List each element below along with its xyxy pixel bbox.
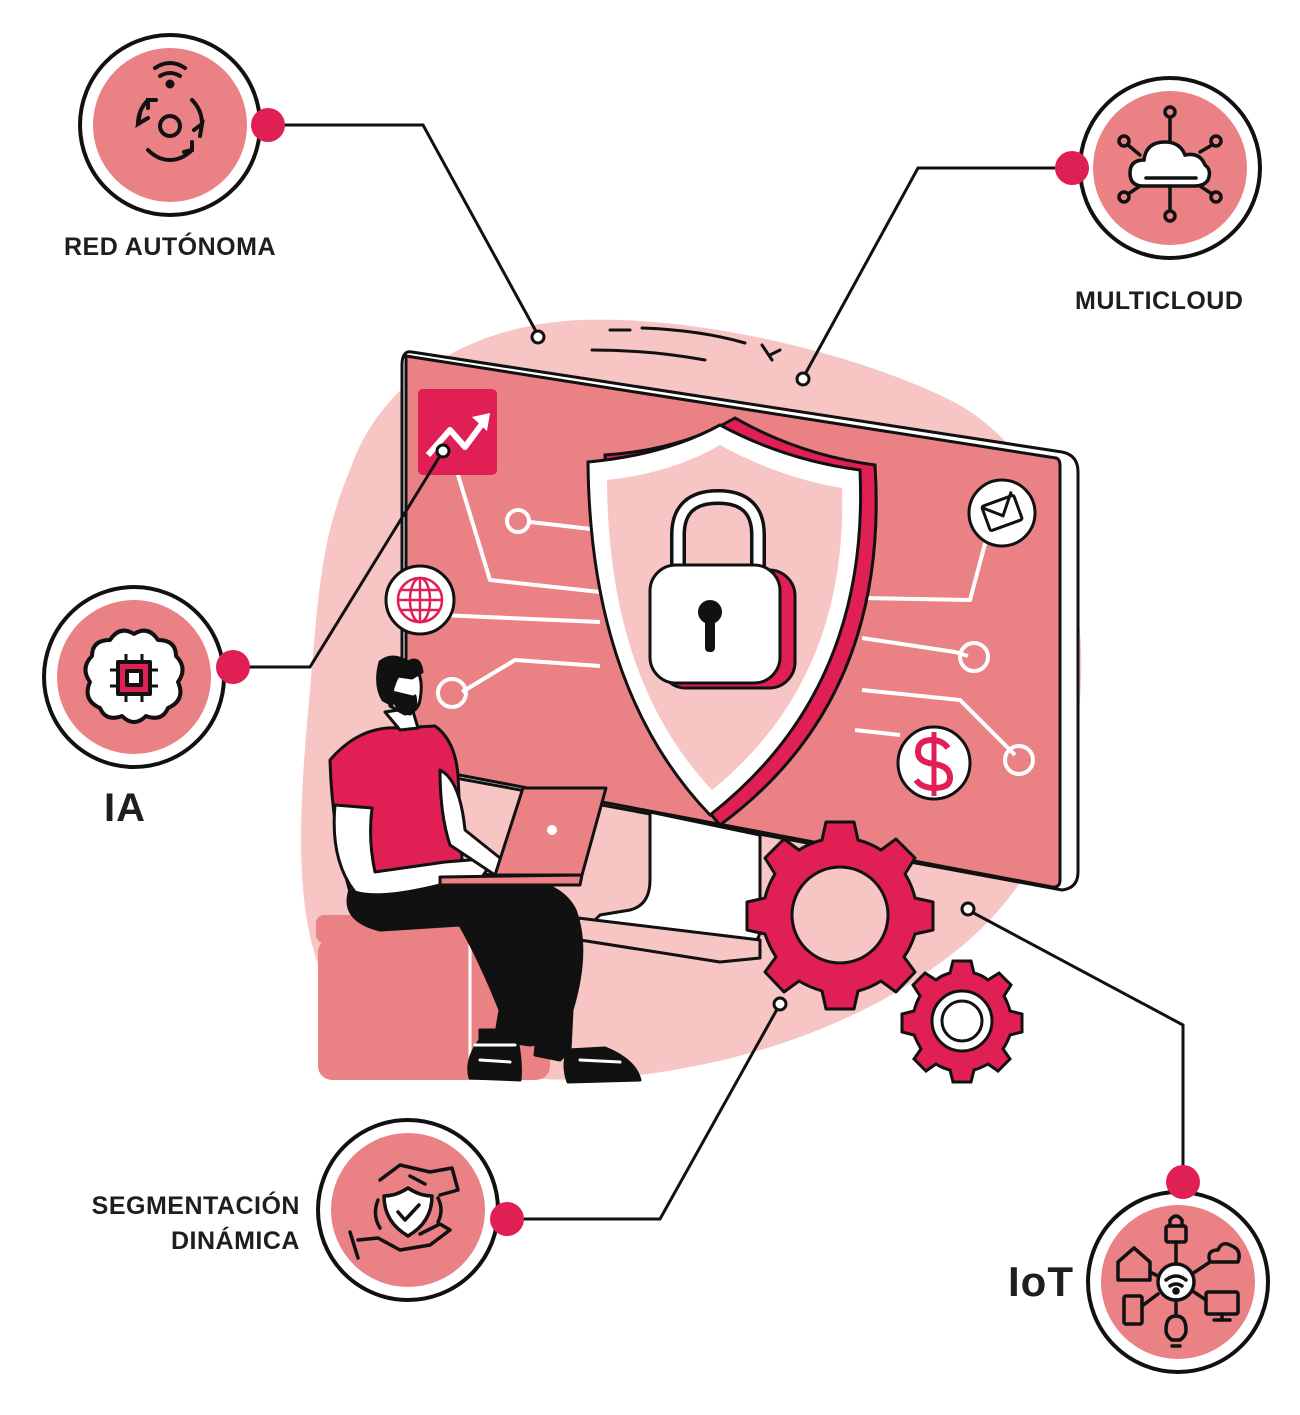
laptop bbox=[438, 786, 608, 887]
label-red-autonoma: RED AUTÓNOMA bbox=[64, 233, 277, 261]
mail-icon bbox=[967, 478, 1037, 548]
label-iot: IoT bbox=[1008, 1258, 1074, 1305]
wifi-rotate-icon bbox=[135, 61, 205, 162]
connector-endpoints bbox=[435, 329, 976, 1012]
connector-lines bbox=[233, 123, 1185, 1221]
node-iot bbox=[1086, 1165, 1270, 1374]
label-segmentacion: SEGMENTACIÓN DINÁMICA bbox=[92, 1189, 300, 1259]
cloud-network-icon bbox=[1117, 105, 1223, 223]
shield-hands-icon bbox=[348, 1163, 460, 1260]
dollar-icon bbox=[896, 725, 972, 801]
circuit-lines bbox=[436, 464, 1035, 776]
globe-icon bbox=[384, 564, 456, 636]
node-ia bbox=[42, 585, 250, 769]
node-red-autonoma bbox=[78, 33, 285, 217]
label-ia: IA bbox=[104, 786, 146, 830]
iot-hub-icon bbox=[1116, 1214, 1241, 1348]
node-segmentacion bbox=[316, 1118, 524, 1302]
node-multicloud bbox=[1055, 76, 1262, 260]
gear-icon bbox=[745, 820, 1024, 1084]
label-segmentacion-line1: SEGMENTACIÓN bbox=[91, 1192, 300, 1220]
brain-chip-icon bbox=[83, 628, 185, 724]
person bbox=[328, 655, 642, 1084]
trend-up-icon bbox=[418, 389, 497, 475]
label-segmentacion-line2: DINÁMICA bbox=[171, 1227, 300, 1255]
label-multicloud: MULTICLOUD bbox=[1075, 287, 1244, 315]
lock-icon bbox=[648, 488, 797, 690]
